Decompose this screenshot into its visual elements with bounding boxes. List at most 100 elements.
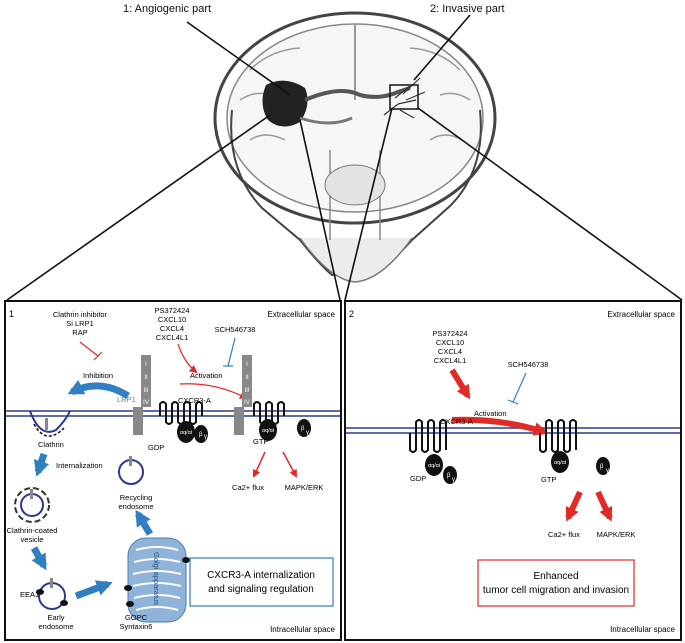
lrp1-domain-ii: II [144,375,148,381]
panel1-early-endosome-label-1: Early [47,613,64,622]
panel2-mapk-arrow [595,490,613,522]
panel2-receptor-gdp [409,419,447,453]
panel1-ca-arrow [252,451,266,478]
panel2-ca-flux: Ca2+ flux [548,530,580,539]
panel1-mapk-erk: MAPK/ERK [285,483,324,492]
panel2-ligand-cxcl4l1: CXCL4L1 [434,356,467,365]
panel1-recycling-label-2: endosome [118,502,153,511]
panel1-coated-vesicle-label-2: vesicle [21,535,44,544]
panel1-intracellular-label: Intracellular space [270,625,335,634]
panel1-coated-vesicle-label-1: Clathrin-coated [7,526,58,535]
panel1-ligand-cxcl4: CXCL4 [160,324,184,333]
panel2-ligand-cxcl4: CXCL4 [438,347,462,356]
panel2-receptor-gtp [539,419,577,453]
panel2-galpha-gtp [551,451,569,473]
panel1-lrp1-left: I II III IV [133,355,151,435]
panel1-early-endosome-label-2: endosome [38,622,73,631]
recycling-receptor-marker [129,456,132,466]
panel1-gtp-label: GTP [253,437,268,446]
eea1-blob-1 [36,589,44,595]
vesicle-receptor-marker [30,489,33,499]
panel1-golgi-label: Golgi apparatus [152,552,161,605]
panel2-receptor-label: CXCR3-A [440,417,473,426]
panel1-alpha-gtp: αq/αi [262,428,274,434]
panel2-number: 2 [349,309,354,319]
panel2-activation-label: Activation [474,409,507,418]
panel2-ligand-cxcl10: CXCL10 [436,338,464,347]
panel1-beta-gtp: β [301,426,305,432]
panel2-summary-line2: tumor cell migration and invasion [483,585,629,596]
panel1-endosome-to-golgi-arrow [74,580,113,600]
panel1-syntaxin6-label: Syntaxin6 [120,622,153,631]
panel1-inhibition-arrow [67,379,130,400]
panel2-intracellular-label: Intracellular space [610,625,675,634]
panel2-summary-box [477,559,635,607]
panel1-clathrin-label: Clathrin [38,440,64,449]
panel1-ligand-cxcl10: CXCL10 [158,315,186,324]
panel1-gamma-gtp: γ [306,430,309,436]
panel2-extracellular-label: Extracellular space [607,310,675,319]
panel2-gbeta-gdp [443,466,457,484]
panel1-recycling-label-1: Recycling [120,493,153,502]
panel1-activation-arrow [179,383,248,399]
panel1-inhibitor-rap: RAP [72,328,87,337]
panel2-galpha-gdp [425,454,443,476]
panel1-antagonist-tbar [223,337,236,367]
panel2-ca-arrow [565,490,583,522]
lrp1-right-domain-ii: II [245,375,249,381]
panel1-ligand-cxcl4l1: CXCL4L1 [156,333,189,342]
panel-invasive: 2 Extracellular space Intracellular spac… [344,300,682,641]
panel1-inhibitor-silrp1: Si LRP1 [66,319,94,328]
panel1-vesicle-to-endosome-arrow [30,546,48,571]
panel1-ca-flux: Ca2+ flux [232,483,264,492]
panel1-number: 1 [9,309,14,319]
panel1-gdp-label: GDP [148,443,164,452]
panel1-summary-box [189,557,334,607]
lrp1-right-domain-i: I [246,362,248,368]
brain-illustration [213,11,497,283]
panel1-inhibition-tbar [79,341,103,361]
panel2-summary-line1: Enhanced [533,571,578,582]
panel2-beta-gtp: β [600,464,604,470]
panel1-summary-line1: CXCR3-A internalization [207,570,315,581]
panel1-gopc-label: GOPC [125,613,148,622]
panel2-gbeta-gtp [596,457,610,475]
panel2-membrane [346,427,680,434]
panel1-gbeta-gdp [194,425,208,443]
lrp1-right-domain-iii: III [244,388,249,394]
panel2-ligand-arrow [449,368,471,400]
panel1-galpha-gdp [177,421,195,443]
lrp1-domain-i: I [145,362,147,368]
panel2-alpha-gdp: αq/αi [428,463,440,469]
panel1-antagonist: SCH546738 [215,325,256,334]
panel1-receptor-gtp [253,401,285,425]
invasive-part-callout: 2: Invasive part [430,3,505,15]
panel2-gamma-gdp: γ [452,477,455,483]
clathrin-receptor-marker [45,418,48,430]
panel2-antagonist: SCH546738 [508,360,549,369]
panel2-alpha-gtp: αq/αi [554,460,566,466]
panel1-clathrin-pit [29,410,71,433]
panel1-mapk-arrow [282,451,297,478]
panel2-beta-gdp: β [447,473,451,479]
panel-angiogenic: 1 Extracellular space Intracellular spac… [4,300,342,641]
lrp1-domain-iv: IV [143,400,149,406]
panel2-gtp-label: GTP [541,475,556,484]
panel2-gamma-gtp: γ [606,468,609,474]
panel1-ligand-arrow [177,343,198,374]
panel2-gdp-label: GDP [410,474,426,483]
panel1-lrp1-label: LRP1 [117,395,136,404]
panel1-inhibition-label: Inhibition [83,371,113,380]
panel2-ligand-ps372424: PS372424 [432,329,467,338]
panel1-gbeta-gtp [297,419,311,437]
panel1-receptor-label: CXCR3-A [178,396,211,405]
lrp1-right-domain-iv: IV [244,400,250,406]
panel1-alpha-gdp: αq/αi [180,430,192,436]
panel2-mapk-erk: MAPK/ERK [597,530,636,539]
panel1-coated-vesicle [14,487,50,523]
panel1-golgi-to-recycling-arrow [134,509,154,536]
endosome-eea1-marker [50,578,53,588]
panel1-extracellular-label: Extracellular space [267,310,335,319]
panel1-ligand-ps372424: PS372424 [154,306,189,315]
panel2-activation-arrow [451,416,548,436]
